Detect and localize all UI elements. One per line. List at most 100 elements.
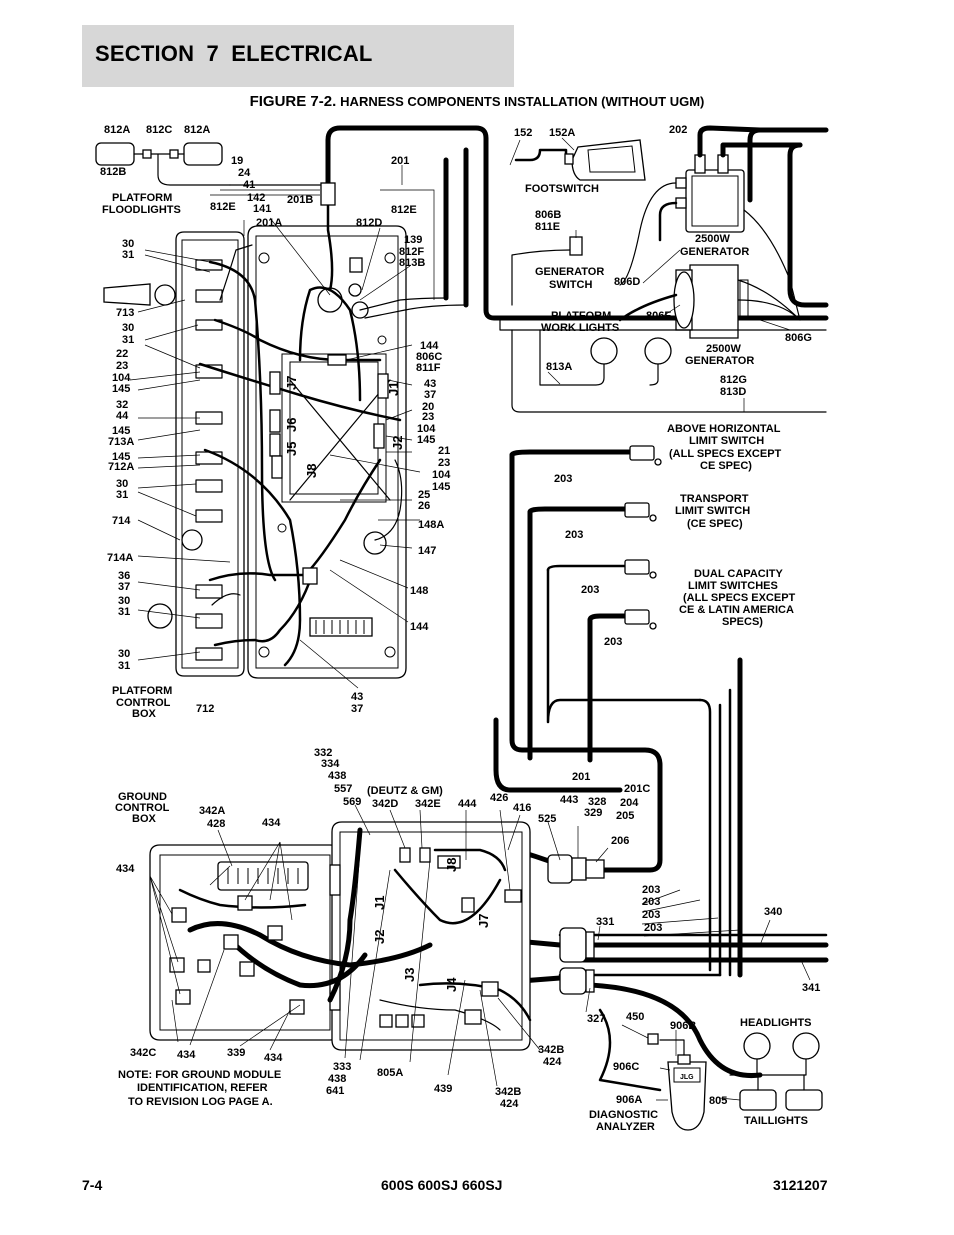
label-145-c: 145 — [112, 451, 130, 463]
label-23-a: 23 — [116, 360, 128, 372]
label-204: 204 — [620, 797, 639, 809]
j7-top-label: J7 — [284, 376, 299, 390]
headlight-right — [792, 1032, 820, 1060]
label-906c: 906C — [613, 1061, 639, 1073]
label-platform-control-box-1: PLATFORM — [112, 685, 172, 697]
platform-box-wires — [195, 182, 467, 667]
label-525: 525 — [538, 813, 556, 825]
label-806f: 806F — [646, 310, 671, 322]
limit-switches — [624, 445, 662, 630]
label-generator-switch-2: SWITCH — [549, 279, 592, 291]
label-812g: 812G — [720, 374, 747, 386]
section-header-bar — [82, 25, 514, 87]
label-transport-3: (CE SPEC) — [687, 518, 743, 530]
label-148: 148 — [410, 585, 428, 597]
label-37-c: 37 — [351, 703, 363, 715]
platform-control-box — [103, 225, 407, 679]
note-line-1: NOTE: FOR GROUND MODULE — [118, 1069, 281, 1081]
label-424-1: 424 — [543, 1056, 562, 1068]
label-205: 205 — [616, 810, 634, 822]
j6-top-label: J6 — [284, 418, 299, 432]
label-141: 141 — [253, 203, 271, 215]
label-428: 428 — [207, 818, 225, 830]
label-813d: 813D — [720, 386, 746, 398]
label-generator-top-1: 2500W — [695, 233, 730, 245]
label-32: 32 — [116, 399, 128, 411]
label-342d: 342D — [372, 798, 398, 810]
label-806c: 806C — [416, 351, 442, 363]
label-203-g: 203 — [642, 909, 660, 921]
bulkhead-connectors — [547, 854, 605, 995]
j7-bottom-label: J7 — [476, 914, 491, 928]
label-806d: 806D — [614, 276, 640, 288]
label-342c: 342C — [130, 1047, 156, 1059]
label-434-a: 434 — [262, 817, 281, 829]
label-806g: 806G — [785, 332, 812, 344]
label-812f: 812F — [399, 246, 424, 258]
label-43-b: 43 — [351, 691, 363, 703]
label-ground-control-box-1: GROUND — [118, 791, 167, 803]
label-19: 19 — [231, 155, 243, 167]
label-805: 805 — [709, 1095, 727, 1107]
j1-top-label: J1 — [386, 382, 401, 396]
label-145-a: 145 — [112, 383, 130, 395]
label-ground-control-box-2: CONTROL — [115, 802, 170, 814]
headlights — [729, 1032, 820, 1076]
figure-caption: HARNESS COMPONENTS INSTALLATION (WITHOUT… — [340, 94, 705, 109]
label-deutz-gm: (DEUTZ & GM) — [367, 785, 443, 797]
label-above-horizontal-1: ABOVE HORIZONTAL — [667, 423, 781, 435]
j4-bottom-label: J4 — [444, 977, 459, 992]
j2-top-label: J2 — [390, 436, 405, 450]
label-dual-capacity-5: SPECS) — [722, 616, 763, 628]
label-transport-1: TRANSPORT — [680, 493, 749, 505]
j1-bottom-label: J1 — [372, 896, 387, 910]
label-headlights: HEADLIGHTS — [740, 1017, 812, 1029]
label-generator-top-2: GENERATOR — [680, 246, 749, 258]
label-144-a: 144 — [420, 340, 439, 352]
label-206: 206 — [611, 835, 629, 847]
label-30-c: 30 — [116, 478, 128, 490]
label-above-horizontal-4: CE SPEC) — [700, 460, 752, 472]
label-203-h: 203 — [644, 922, 662, 934]
label-201-mid: 201 — [572, 771, 590, 783]
label-424-2: 424 — [500, 1098, 519, 1110]
label-152: 152 — [514, 127, 532, 139]
label-201a: 201A — [256, 217, 282, 229]
label-201-top: 201 — [391, 155, 409, 167]
label-434-b: 434 — [116, 863, 135, 875]
label-342b-1: 342B — [538, 1044, 564, 1056]
label-443: 443 — [560, 794, 578, 806]
label-329: 329 — [584, 807, 602, 819]
label-342b-2: 342B — [495, 1086, 521, 1098]
label-20: 20 — [422, 401, 434, 413]
label-342e: 342E — [415, 798, 441, 810]
label-812b: 812B — [100, 166, 126, 178]
label-37-a: 37 — [118, 581, 130, 593]
generator-bottom — [618, 264, 801, 339]
label-26: 26 — [418, 500, 430, 512]
label-812c: 812C — [146, 124, 172, 136]
label-platform-floodlights-2: FLOODLIGHTS — [102, 204, 181, 216]
label-30-d: 30 — [118, 595, 130, 607]
label-generator-bottom-1: 2500W — [706, 343, 741, 355]
label-439: 439 — [434, 1083, 452, 1095]
footer-doc-number: 3121207 — [773, 1177, 828, 1193]
label-426: 426 — [490, 792, 508, 804]
label-work-lights-2: WORK LIGHTS — [541, 322, 619, 334]
label-203-b: 203 — [565, 529, 583, 541]
label-148a: 148A — [418, 519, 444, 531]
label-dual-capacity-4: CE & LATIN AMERICA — [679, 604, 794, 616]
label-transport-2: LIMIT SWITCH — [675, 505, 750, 517]
label-328: 328 — [588, 796, 606, 808]
label-203-e: 203 — [642, 884, 660, 896]
label-31-a: 31 — [122, 249, 134, 261]
j8-top-label: J8 — [304, 464, 319, 478]
label-812e-1: 812E — [210, 201, 236, 213]
section-title: SECTION 7 ELECTRICAL — [95, 41, 373, 66]
callout-labels: 812A 812C 812A 812B 19 24 41 142 141 PLA… — [100, 124, 820, 1133]
label-generator-bottom-2: GENERATOR — [685, 355, 754, 367]
label-142: 142 — [247, 192, 265, 204]
label-145-b: 145 — [112, 425, 130, 437]
label-147: 147 — [418, 545, 436, 557]
label-31-e: 31 — [118, 660, 130, 672]
